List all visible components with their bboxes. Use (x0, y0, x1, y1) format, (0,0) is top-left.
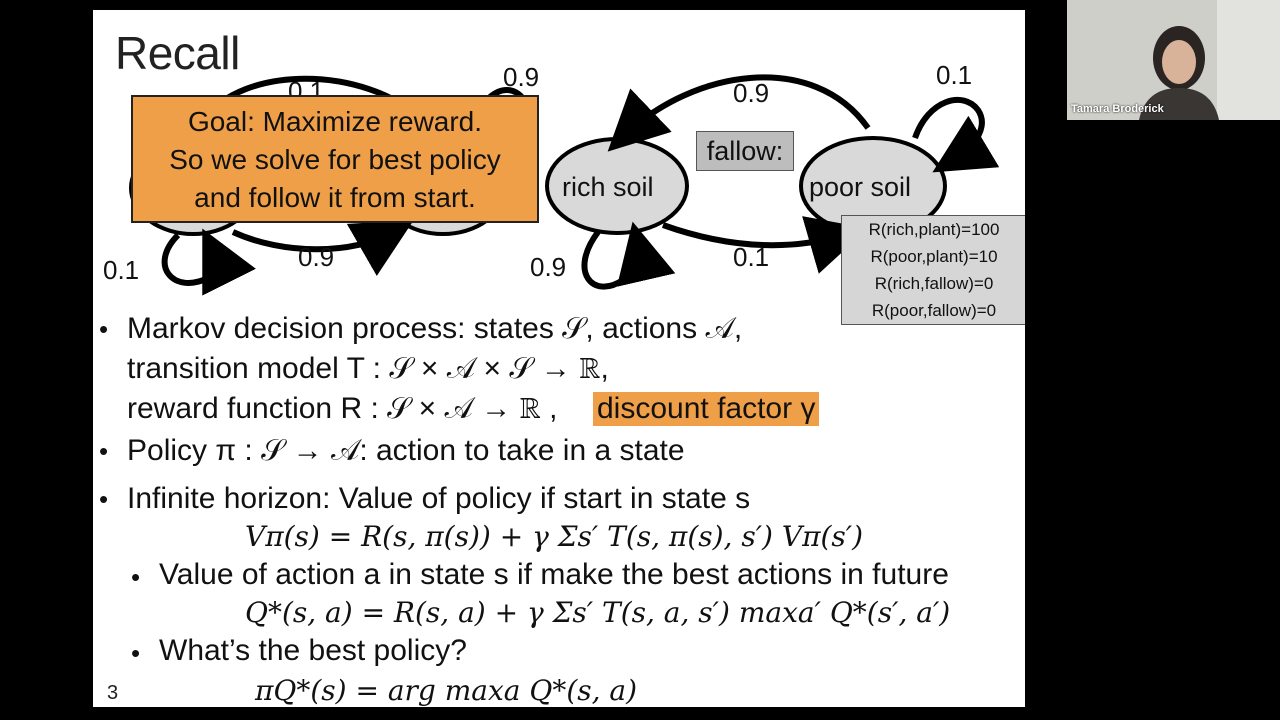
bullet-policy: Policy π : 𝒮 → 𝒜: action to take in a st… (127, 434, 685, 467)
prob-fallow-top: 0.9 (733, 78, 770, 108)
reward-row: R(poor,fallow)=0 (871, 301, 997, 320)
equation-value: Vπ(s) = R(s, π(s)) + γ Σs′ T(s, π(s), s′… (245, 520, 864, 553)
webcam-tile[interactable]: Tamara Broderick (1067, 0, 1280, 120)
reward-row: R(rich,fallow)=0 (874, 274, 994, 293)
page-number: 3 (107, 682, 119, 704)
bullet-dot: • (99, 314, 109, 344)
goal-box: Goal: Maximize reward. So we solve for b… (131, 95, 539, 223)
participant-name: Tamara Broderick (1071, 103, 1164, 115)
bullet-dot: • (99, 484, 109, 514)
arrow-poor-self (912, 96, 1000, 173)
reward-row: R(rich,plant)=100 (868, 220, 1000, 239)
arrow-rich-self (581, 221, 676, 290)
arrow-poor-to-rich (607, 74, 871, 152)
goal-line-2: So we solve for best policy (169, 144, 501, 175)
goal-line-3: and follow it from start. (194, 182, 476, 213)
discount-factor-highlight: discount factor γ (593, 392, 820, 426)
prob-left-bottom-self: 0.1 (103, 255, 140, 285)
arrow-rich-to-poor (661, 216, 869, 274)
reward-row: R(poor,plant)=10 (870, 247, 998, 266)
equation-q: Q*(s, a) = R(s, a) + γ Σs′ T(s, a, s′) m… (245, 596, 951, 629)
participant-video (1067, 0, 1280, 120)
bullet-infinite-horizon: Infinite horizon: Value of policy if sta… (127, 482, 751, 515)
slide-title: Recall (115, 27, 240, 79)
bullet-mdp-line2: transition model T : 𝒮 × 𝒜 × 𝒮 → ℝ, (127, 352, 609, 385)
label-rich-soil: rich soil (562, 172, 654, 202)
prob-left-bottom-mid: 0.9 (298, 242, 335, 272)
slide: Recall 0.1 0.9 0.9 0.1 0.1 0.9 0.9 0.1 r… (93, 10, 1025, 707)
reward-table: R(rich,plant)=100 R(poor,plant)=10 R(ric… (841, 215, 1025, 325)
label-poor-soil: poor soil (809, 172, 912, 202)
bullet-dot: • (131, 638, 141, 668)
bullet-dot: • (131, 562, 141, 592)
prob-poor-self: 0.1 (936, 60, 973, 90)
goal-line-1: Goal: Maximize reward. (187, 106, 483, 137)
prob-rich-self: 0.9 (530, 252, 567, 282)
bullet-q-value: Value of action a in state s if make the… (159, 558, 949, 591)
prob-rich-to-poor: 0.1 (733, 242, 770, 272)
bullet-best-policy: What’s the best policy? (159, 634, 467, 667)
arrow-left-self (161, 228, 256, 296)
prob-top-mid: 0.9 (503, 62, 540, 92)
equation-pi: πQ*(s) = arg maxa Q*(s, a) (255, 674, 638, 707)
fallow-label: fallow: (696, 131, 794, 171)
bullet-mdp-line1: Markov decision process: states 𝒮, actio… (127, 312, 743, 345)
bullet-mdp-line3: reward function R : 𝒮 × 𝒜 → ℝ , (127, 392, 558, 425)
bullet-dot: • (99, 436, 109, 466)
